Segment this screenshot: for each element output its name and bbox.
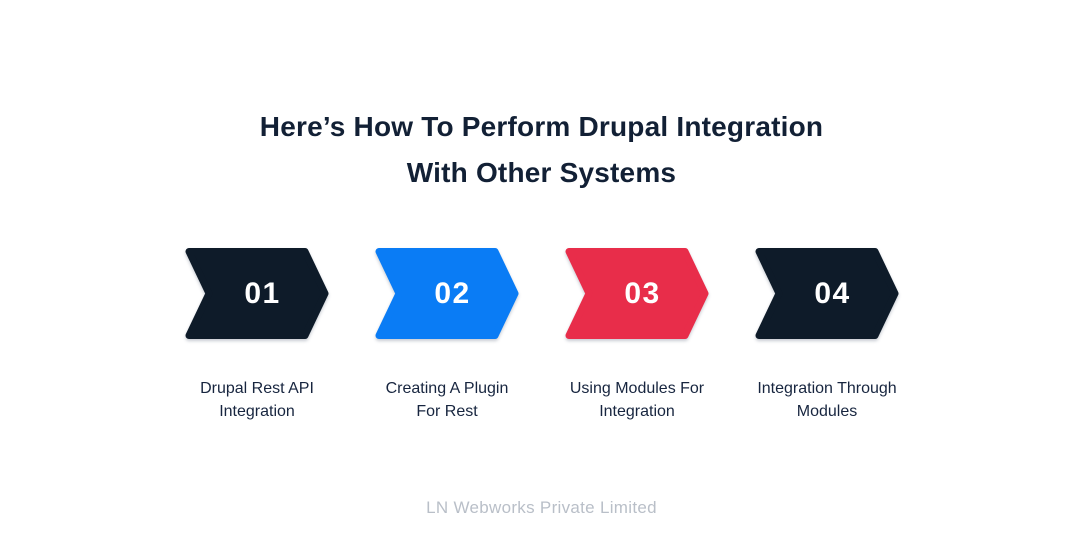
page-title-line-2: With Other Systems xyxy=(406,157,677,188)
step-02-number: 02 xyxy=(434,276,471,310)
step-01-arrow: 01 xyxy=(185,248,328,339)
step-01-label: Drupal Rest API Integration xyxy=(170,377,344,423)
step-03-label: Using Modules For Integration xyxy=(550,377,724,423)
step-01-number: 01 xyxy=(244,276,281,310)
step-04-number: 04 xyxy=(814,276,851,310)
step-01-label-line-2: Integration xyxy=(219,403,295,420)
step-02-arrow: 02 xyxy=(375,248,518,339)
step-04: 04 Integration Through Modules xyxy=(755,248,898,423)
chevron-arrow-icon xyxy=(755,248,898,339)
step-01: 01 Drupal Rest API Integration xyxy=(185,248,328,423)
step-02-label-line-2: For Rest xyxy=(416,403,478,420)
page-title-line-1: Here’s How To Perform Drupal Integration xyxy=(259,111,824,142)
step-03-label-line-1: Using Modules For xyxy=(569,380,705,397)
step-03-label-line-2: Integration xyxy=(599,403,675,420)
footer-brand: LN Webworks Private Limited xyxy=(426,498,657,517)
chevron-arrow-icon xyxy=(185,248,328,339)
page-title: Here’s How To Perform Drupal Integration… xyxy=(0,104,1083,196)
steps-row: 01 Drupal Rest API Integration 02 Creati… xyxy=(185,248,898,423)
step-04-label-line-1: Integration Through xyxy=(757,380,897,397)
step-04-label: Integration Through Modules xyxy=(740,377,914,423)
step-03-arrow: 03 xyxy=(565,248,708,339)
step-01-label-line-1: Drupal Rest API xyxy=(200,380,314,397)
chevron-arrow-icon xyxy=(375,248,518,339)
step-04-label-line-2: Modules xyxy=(796,403,858,420)
step-04-arrow: 04 xyxy=(755,248,898,339)
step-02-label: Creating A Plugin For Rest xyxy=(360,377,534,423)
step-02: 02 Creating A Plugin For Rest xyxy=(375,248,518,423)
step-03-number: 03 xyxy=(624,276,661,310)
step-03: 03 Using Modules For Integration xyxy=(565,248,708,423)
chevron-arrow-icon xyxy=(565,248,708,339)
step-02-label-line-1: Creating A Plugin xyxy=(385,380,509,397)
